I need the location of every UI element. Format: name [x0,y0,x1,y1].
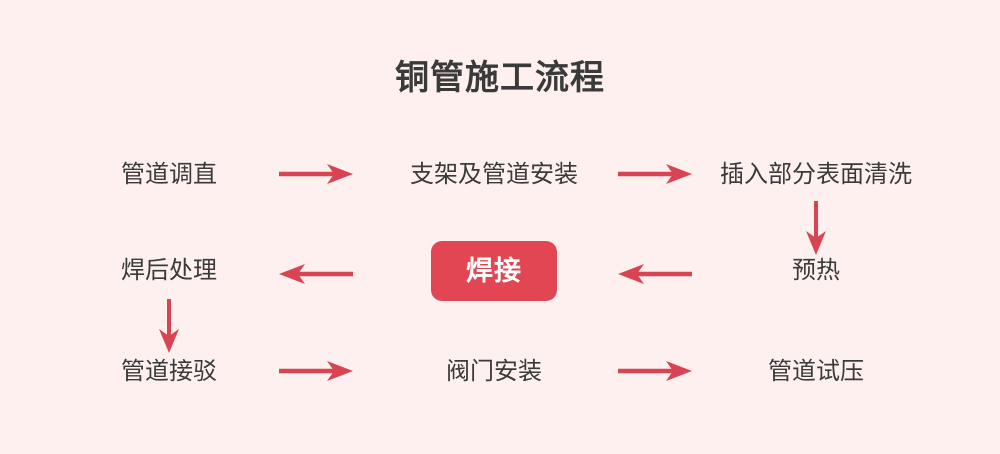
arrow-right-icon [277,161,355,187]
node-valve-install[interactable]: 阀门安装 [446,358,542,385]
node-bracket-pipe-install[interactable]: 支架及管道安装 [410,161,578,188]
arrow-right-icon [616,358,694,384]
arrow-left-icon [277,261,355,287]
page-title: 铜管施工流程 [395,59,605,97]
arrow-right-icon [277,358,355,384]
node-post-weld-treatment[interactable]: 焊后处理 [121,257,217,284]
node-pipe-pressure-test[interactable]: 管道试压 [768,358,864,385]
node-insert-surface-clean[interactable]: 插入部分表面清洗 [720,161,912,188]
node-welding[interactable]: 焊接 [431,241,557,301]
arrow-down-icon [803,199,829,257]
node-pipe-straightening[interactable]: 管道调直 [121,161,217,188]
node-preheat[interactable]: 预热 [792,257,840,284]
arrow-down-icon [156,297,182,355]
arrow-left-icon [616,261,694,287]
arrow-right-icon [616,161,694,187]
node-pipe-connection[interactable]: 管道接驳 [121,358,217,385]
